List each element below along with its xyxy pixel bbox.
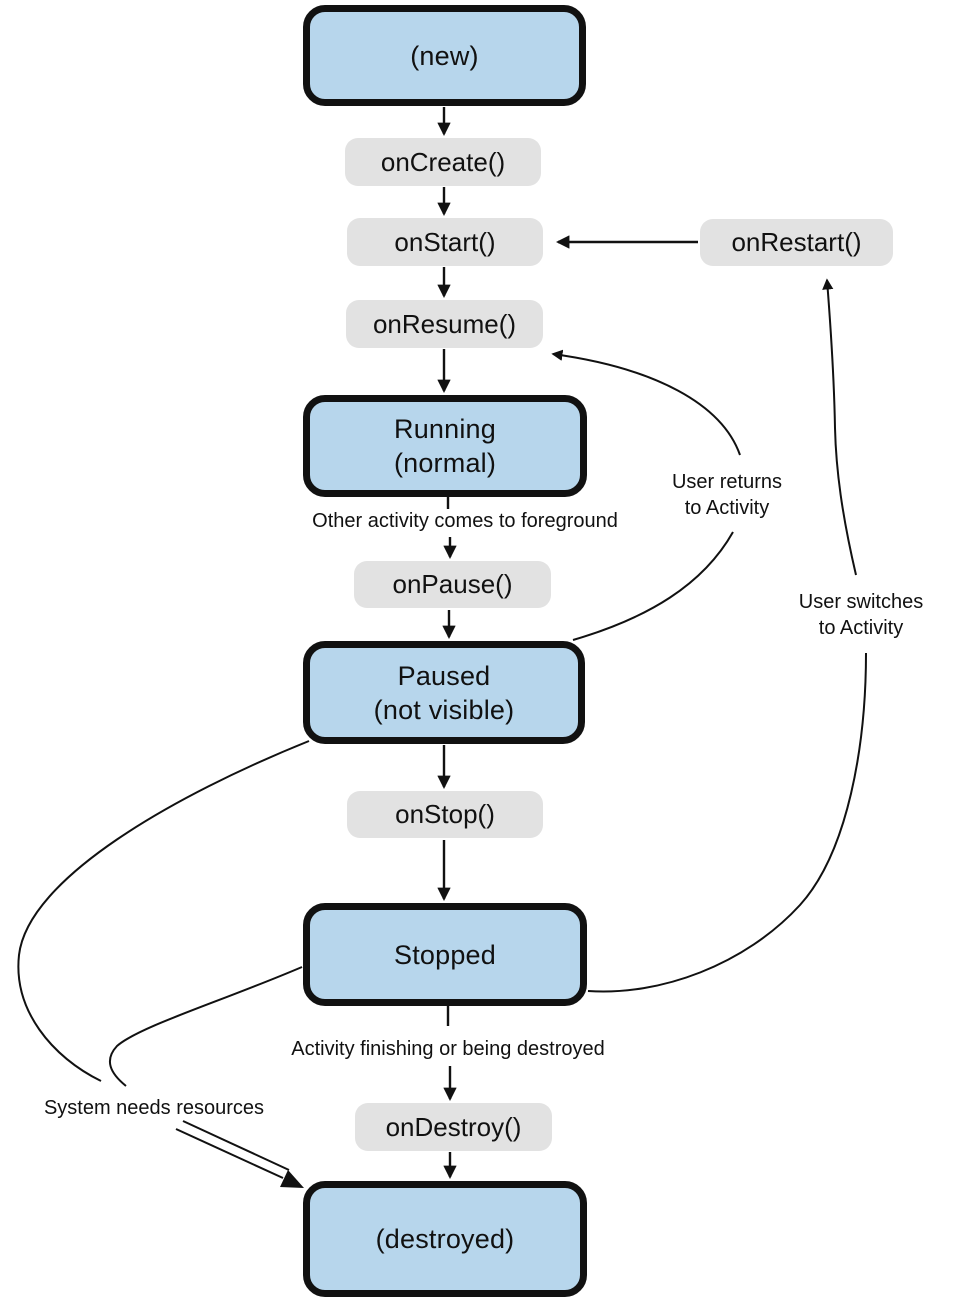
edge-userswitches-to-onrestart — [822, 278, 857, 576]
callback-onstop-label: onStop() — [395, 799, 495, 829]
state-running: Running (normal) — [303, 395, 587, 497]
edge-stopped-to-sysresources — [108, 966, 303, 1087]
callback-ondestroy-label: onDestroy() — [385, 1111, 522, 1142]
edge-paused-to-userreturns — [572, 531, 734, 641]
callback-onrestart: onRestart() — [700, 219, 893, 266]
callback-onresume: onResume() — [346, 300, 543, 348]
edge-sysresources-arrowhead — [280, 1170, 304, 1188]
edge-stopped-to-userswitches — [587, 652, 867, 993]
edge-label-user-returns-line1: User returns — [671, 471, 783, 493]
callback-oncreate: onCreate() — [345, 138, 541, 186]
state-destroyed-label: (destroyed) — [375, 1224, 515, 1254]
state-stopped: Stopped — [303, 903, 587, 1006]
edge-label-user-switches-line1: User switches — [798, 591, 924, 613]
callback-onstart: onStart() — [347, 218, 543, 266]
state-running-label: Running — [394, 414, 496, 444]
state-stopped-label: Stopped — [394, 939, 496, 970]
callback-oncreate-label: onCreate() — [380, 146, 506, 177]
callback-onpause-label: onPause() — [392, 569, 513, 599]
state-paused-label: Paused — [397, 660, 491, 691]
edge-sysresources-to-destroyed-line2 — [182, 1120, 290, 1171]
callback-onrestart-label: onRestart() — [731, 227, 862, 257]
edge-label-user-returns-line2: to Activity — [684, 497, 770, 519]
callback-onstop: onStop() — [347, 791, 543, 838]
edge-label-other-activity-foreground: Other activity comes to foreground — [312, 510, 618, 532]
edge-paused-to-sysresources — [17, 740, 310, 1082]
callback-onstart-label: onStart() — [394, 226, 496, 257]
edge-label-user-switches-line2: to Activity — [818, 617, 904, 639]
state-paused-sublabel: (not visible) — [373, 694, 515, 725]
state-running-sublabel: (normal) — [393, 448, 497, 478]
state-new-label: (new) — [410, 40, 479, 71]
edge-label-user-returns: User returns to Activity — [672, 469, 782, 521]
state-destroyed: (destroyed) — [303, 1181, 587, 1297]
edge-label-activity-finishing: Activity finishing or being destroyed — [291, 1038, 605, 1060]
edge-label-system-needs-resources: System needs resources — [43, 1097, 265, 1119]
callback-onpause: onPause() — [354, 561, 551, 608]
state-paused: Paused (not visible) — [303, 641, 585, 744]
edge-label-user-switches: User switches to Activity — [799, 589, 923, 641]
callback-ondestroy: onDestroy() — [355, 1103, 552, 1151]
callback-onresume-label: onResume() — [372, 308, 517, 339]
state-new: (new) — [303, 5, 586, 106]
edge-sysresources-to-destroyed-line1 — [175, 1128, 284, 1179]
